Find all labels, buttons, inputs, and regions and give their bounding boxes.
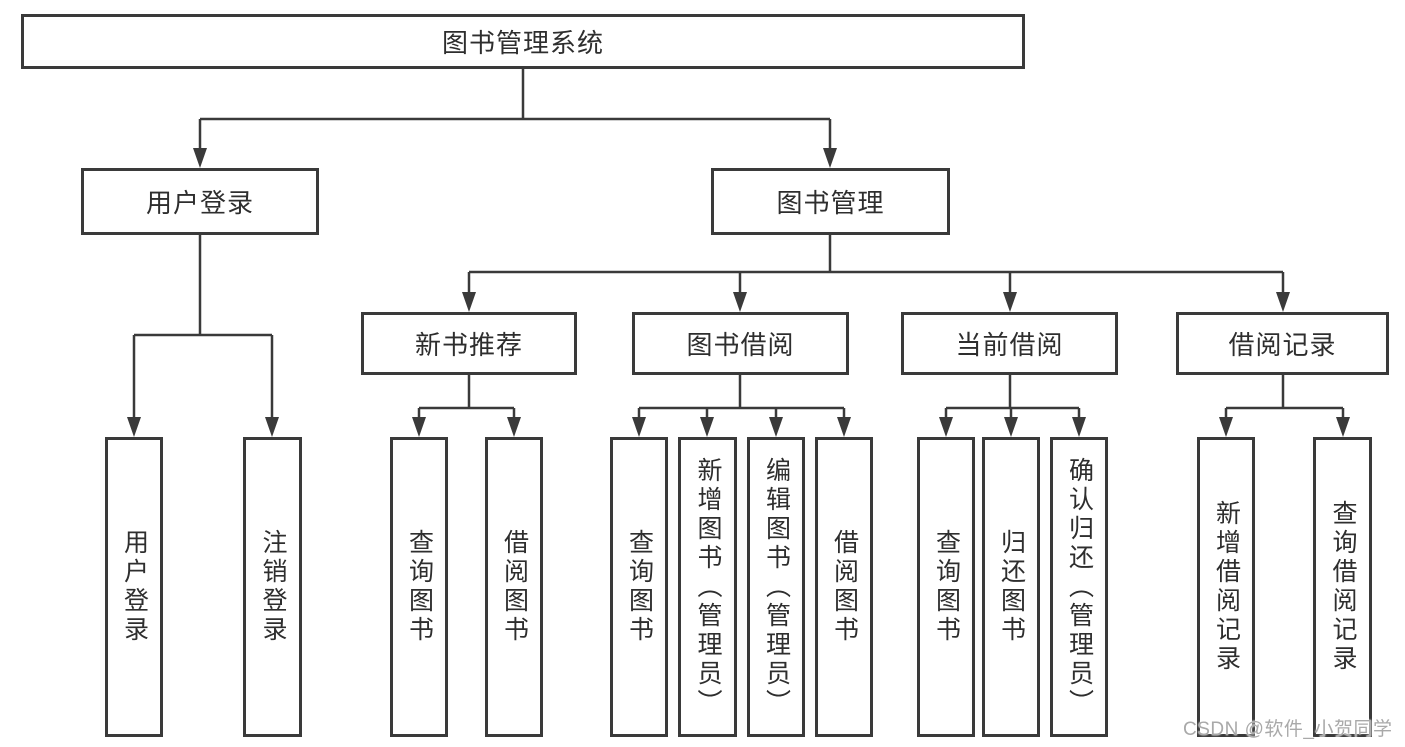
leaf-edit-book-admin: 编辑图书（管理员） bbox=[747, 437, 805, 737]
node-new-book-recommend: 新书推荐 bbox=[361, 312, 577, 375]
node-book-management: 图书管理 bbox=[711, 168, 950, 235]
node-label: 当前借阅 bbox=[955, 330, 1064, 360]
leaf-label: 借阅图书 bbox=[500, 529, 529, 645]
leaf-borrow-books: 借阅图书 bbox=[815, 437, 873, 737]
leaf-query-books-recommend: 查询图书 bbox=[390, 437, 448, 737]
watermark: CSDN @软件_小贺同学 bbox=[1183, 719, 1393, 740]
leaf-query-borrow-record: 查询借阅记录 bbox=[1313, 437, 1372, 737]
node-book-borrow: 图书借阅 bbox=[632, 312, 849, 375]
leaf-logout: 注销登录 bbox=[243, 437, 302, 737]
node-borrow-records: 借阅记录 bbox=[1176, 312, 1389, 375]
node-label: 图书管理 bbox=[776, 188, 885, 218]
leaf-label: 查询图书 bbox=[405, 529, 434, 645]
leaf-label: 注销登录 bbox=[259, 529, 287, 645]
leaf-user-login: 用户登录 bbox=[105, 437, 163, 737]
leaf-label: 查询借阅记录 bbox=[1329, 500, 1357, 674]
node-library-management-system: 图书管理系统 bbox=[21, 14, 1025, 69]
leaf-label: 借阅图书 bbox=[830, 529, 859, 645]
leaf-return-books: 归还图书 bbox=[982, 437, 1040, 737]
node-label: 图书管理系统 bbox=[441, 28, 604, 58]
leaf-query-books-current: 查询图书 bbox=[917, 437, 975, 737]
leaf-label: 归还图书 bbox=[997, 529, 1026, 645]
leaf-label: 新增借阅记录 bbox=[1212, 500, 1241, 674]
node-label: 新书推荐 bbox=[414, 330, 523, 360]
arrowheads bbox=[127, 148, 1350, 437]
node-current-borrow: 当前借阅 bbox=[901, 312, 1118, 375]
node-label: 借阅记录 bbox=[1228, 330, 1337, 360]
leaf-label: 查询图书 bbox=[625, 529, 654, 645]
leaf-label: 确认归还（管理员） bbox=[1065, 456, 1094, 718]
leaf-label: 编辑图书（管理员） bbox=[762, 456, 791, 718]
node-label: 图书借阅 bbox=[686, 330, 795, 360]
leaf-confirm-return-admin: 确认归还（管理员） bbox=[1050, 437, 1108, 737]
tree-edges bbox=[132, 69, 1345, 419]
leaf-label: 新增图书（管理员） bbox=[694, 456, 722, 718]
leaf-add-borrow-record: 新增借阅记录 bbox=[1197, 437, 1255, 737]
leaf-label: 查询图书 bbox=[932, 529, 961, 645]
node-user-login: 用户登录 bbox=[81, 168, 319, 235]
leaf-query-books-borrow: 查询图书 bbox=[610, 437, 668, 737]
node-label: 用户登录 bbox=[145, 188, 254, 218]
leaf-label: 用户登录 bbox=[120, 529, 149, 645]
leaf-borrow-books-recommend: 借阅图书 bbox=[485, 437, 543, 737]
leaf-add-book-admin: 新增图书（管理员） bbox=[678, 437, 737, 737]
